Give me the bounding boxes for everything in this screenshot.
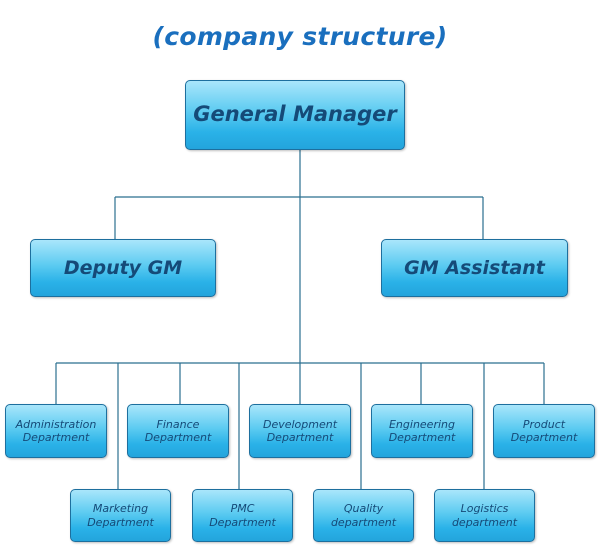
engineering-department-box: Engineering Department bbox=[371, 404, 473, 458]
deputy-gm-box: Deputy GM bbox=[30, 239, 216, 297]
department-suffix: Department bbox=[388, 431, 456, 444]
department-suffix: department bbox=[330, 515, 397, 529]
deputy-gm-label: Deputy GM bbox=[63, 256, 183, 279]
product-department-box: Product Department bbox=[493, 404, 595, 458]
department-name: Development bbox=[262, 417, 338, 431]
department-suffix: Department bbox=[266, 431, 334, 444]
department-suffix: department bbox=[451, 515, 518, 529]
general-manager-box: General Manager bbox=[185, 80, 405, 150]
department-suffix: Department bbox=[510, 431, 578, 444]
department-suffix: Department bbox=[87, 515, 154, 529]
pmc-department-box: PMC Department bbox=[192, 489, 293, 542]
department-suffix: Department bbox=[209, 515, 276, 529]
department-name: Product bbox=[522, 417, 566, 431]
logistics-department-box: Logistics department bbox=[434, 489, 535, 542]
development-department-box: Development Department bbox=[249, 404, 351, 458]
department-name: PMC bbox=[230, 502, 255, 516]
quality-department-box: Quality department bbox=[313, 489, 414, 542]
department-name: Finance bbox=[156, 417, 200, 431]
department-name: Logistics bbox=[460, 502, 509, 516]
marketing-department-box: Marketing Department bbox=[70, 489, 171, 542]
department-suffix: Department bbox=[144, 431, 212, 444]
department-suffix: Department bbox=[22, 431, 90, 444]
chart-title: (company structure) bbox=[152, 22, 448, 51]
general-manager-label: General Manager bbox=[193, 102, 397, 127]
finance-department-box: Finance Department bbox=[127, 404, 229, 458]
department-name: Administration bbox=[15, 417, 97, 431]
gm-assistant-label: GM Assistant bbox=[404, 256, 545, 279]
gm-assistant-box: GM Assistant bbox=[381, 239, 568, 297]
department-name: Quality bbox=[343, 502, 384, 516]
department-name: Engineering bbox=[388, 417, 455, 431]
department-name: Marketing bbox=[92, 502, 149, 516]
administration-department-box: Administration Department bbox=[5, 404, 107, 458]
